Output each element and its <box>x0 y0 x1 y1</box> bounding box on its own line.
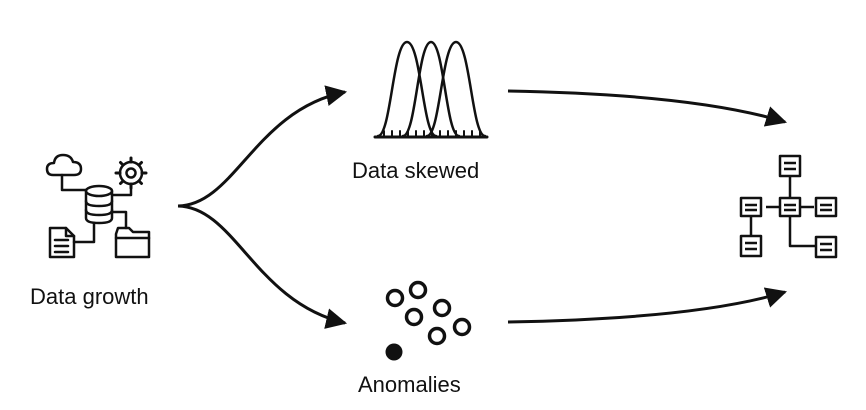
distribution-curves-icon <box>373 40 489 139</box>
edge-growth-to-skewed <box>177 85 348 208</box>
database-cloud-gear-documents-icon <box>45 153 151 259</box>
data-skewed-label: Data skewed <box>352 158 480 183</box>
anomalies-label: Anomalies <box>358 372 461 397</box>
data-growth-label: Data growth <box>30 284 149 309</box>
edge-skewed-to-target <box>507 89 788 127</box>
anomaly-points-icon <box>385 280 472 361</box>
edge-anomalies-to-target <box>507 287 788 324</box>
edge-growth-to-anomalies <box>177 204 348 329</box>
hierarchy-tree-icon <box>739 154 838 259</box>
